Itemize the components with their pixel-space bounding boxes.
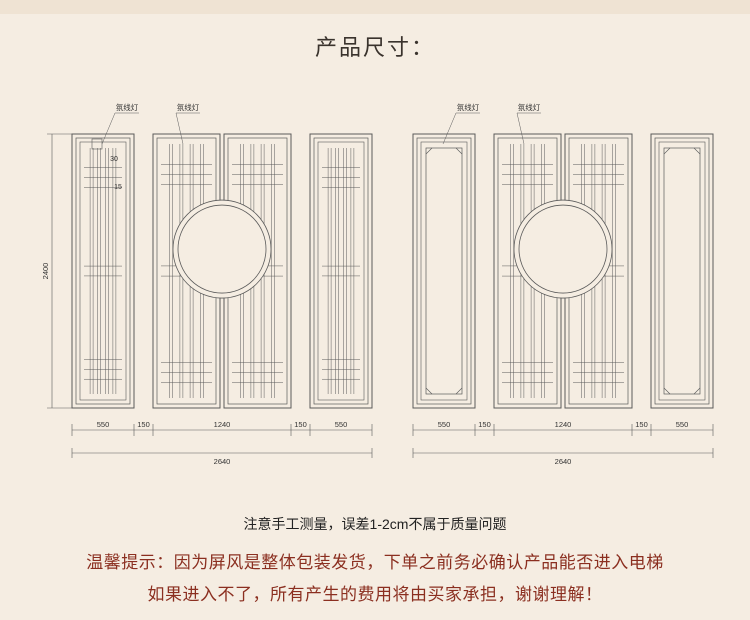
panel-plain-field [663, 147, 701, 395]
light-label: 氛线灯 [177, 102, 200, 112]
corner-mark [425, 147, 433, 155]
side-panel-plain [412, 133, 476, 409]
dimension-row: 550 150 1240 150 550 2640 [71, 420, 373, 466]
callout-leader [175, 112, 184, 145]
dimension-label-4: 550 [676, 420, 689, 429]
callout-leader [101, 112, 116, 145]
warm-tip-note: 温馨提示：因为屏风是整体包装发货，下单之前务必确认产品能否进入电梯 [86, 553, 664, 572]
panel-inner-frame [654, 137, 710, 405]
dimension-row: 550 150 1240 150 550 2640 [412, 420, 714, 466]
responsibility-note: 如果进入不了，所有产生的费用将由买家承担，谢谢理解！ [147, 585, 603, 604]
panel-outer-frame [309, 133, 373, 409]
dimension-label-1: 150 [137, 420, 150, 429]
panel-inner-frame [416, 137, 472, 405]
light-callouts: 氛线灯 氛线灯 [101, 102, 200, 145]
side-panel-lattice [71, 133, 135, 409]
light-label: 氛线灯 [518, 102, 541, 112]
detail-dimensions: 30 15 [91, 138, 122, 191]
dimension-label-2: 1240 [555, 420, 572, 429]
total-dimension-label: 2640 [555, 457, 572, 466]
panel-inner-frame [313, 137, 369, 405]
light-label: 氛线灯 [457, 102, 480, 112]
dimension-label-1: 150 [478, 420, 491, 429]
center-double-panel [493, 133, 633, 409]
center-double-panel [152, 133, 292, 409]
panel-border [420, 141, 468, 401]
panel-outer-frame [650, 133, 714, 409]
detail-dim-a: 30 [110, 156, 118, 163]
callout-leader [442, 112, 457, 145]
total-dimension-label: 2640 [214, 457, 231, 466]
corner-mark [455, 387, 463, 395]
screen-dimension-drawing: 氛线灯 氛线灯 550 150 1240 150 550 2640 氛线灯 氛线灯 550 150 12… [41, 102, 714, 466]
top-band [0, 0, 750, 14]
round-window-inner [518, 204, 608, 294]
dimension-label-2: 1240 [214, 420, 231, 429]
page-title: 产品尺寸： [314, 35, 435, 60]
height-label: 2400 [41, 263, 50, 280]
panel-plain-field [425, 147, 463, 395]
corner-mark [455, 147, 463, 155]
round-window-inner [177, 204, 267, 294]
dimension-label-3: 150 [294, 420, 307, 429]
corner-mark [693, 387, 701, 395]
panel-outer-frame [412, 133, 476, 409]
height-dimension: 2400 [41, 133, 72, 409]
side-panel-plain [650, 133, 714, 409]
corner-mark [425, 387, 433, 395]
dimension-label-3: 150 [635, 420, 648, 429]
corner-mark [663, 147, 671, 155]
corner-mark [663, 387, 671, 395]
panel-border [79, 141, 127, 401]
panel-inner-frame [75, 137, 131, 405]
panel-border [658, 141, 706, 401]
callout-leader [516, 112, 525, 145]
measurement-note: 注意手工测量，误差1-2cm不属于质量问题 [243, 516, 507, 532]
light-label: 氛线灯 [116, 102, 139, 112]
dimension-label-0: 550 [97, 420, 110, 429]
dimension-label-0: 550 [438, 420, 451, 429]
light-callouts: 氛线灯 氛线灯 [442, 102, 541, 145]
detail-box [91, 138, 103, 150]
panel-border [317, 141, 365, 401]
side-panel-lattice [309, 133, 373, 409]
corner-mark [693, 147, 701, 155]
panel-outer-frame [71, 133, 135, 409]
detail-dim-b: 15 [114, 184, 122, 191]
dimension-label-4: 550 [335, 420, 348, 429]
